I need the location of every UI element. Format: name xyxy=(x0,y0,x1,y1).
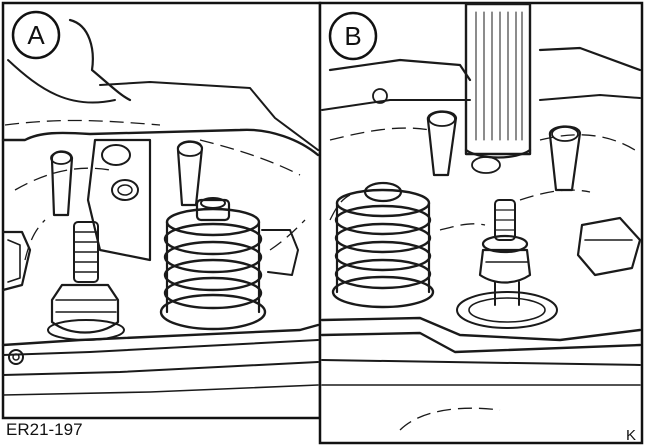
panel-a: A xyxy=(1,1,322,420)
figure-reference-code: ER21-197 xyxy=(6,420,83,439)
panel-b: B xyxy=(318,1,644,445)
panel-a-label-circle xyxy=(11,10,61,60)
panel-a-label: A xyxy=(27,20,45,50)
panel-b-label-circle xyxy=(328,11,378,61)
corner-mark: K xyxy=(626,427,636,444)
panel-b-label: B xyxy=(344,21,361,51)
panel-a-border xyxy=(1,1,322,420)
